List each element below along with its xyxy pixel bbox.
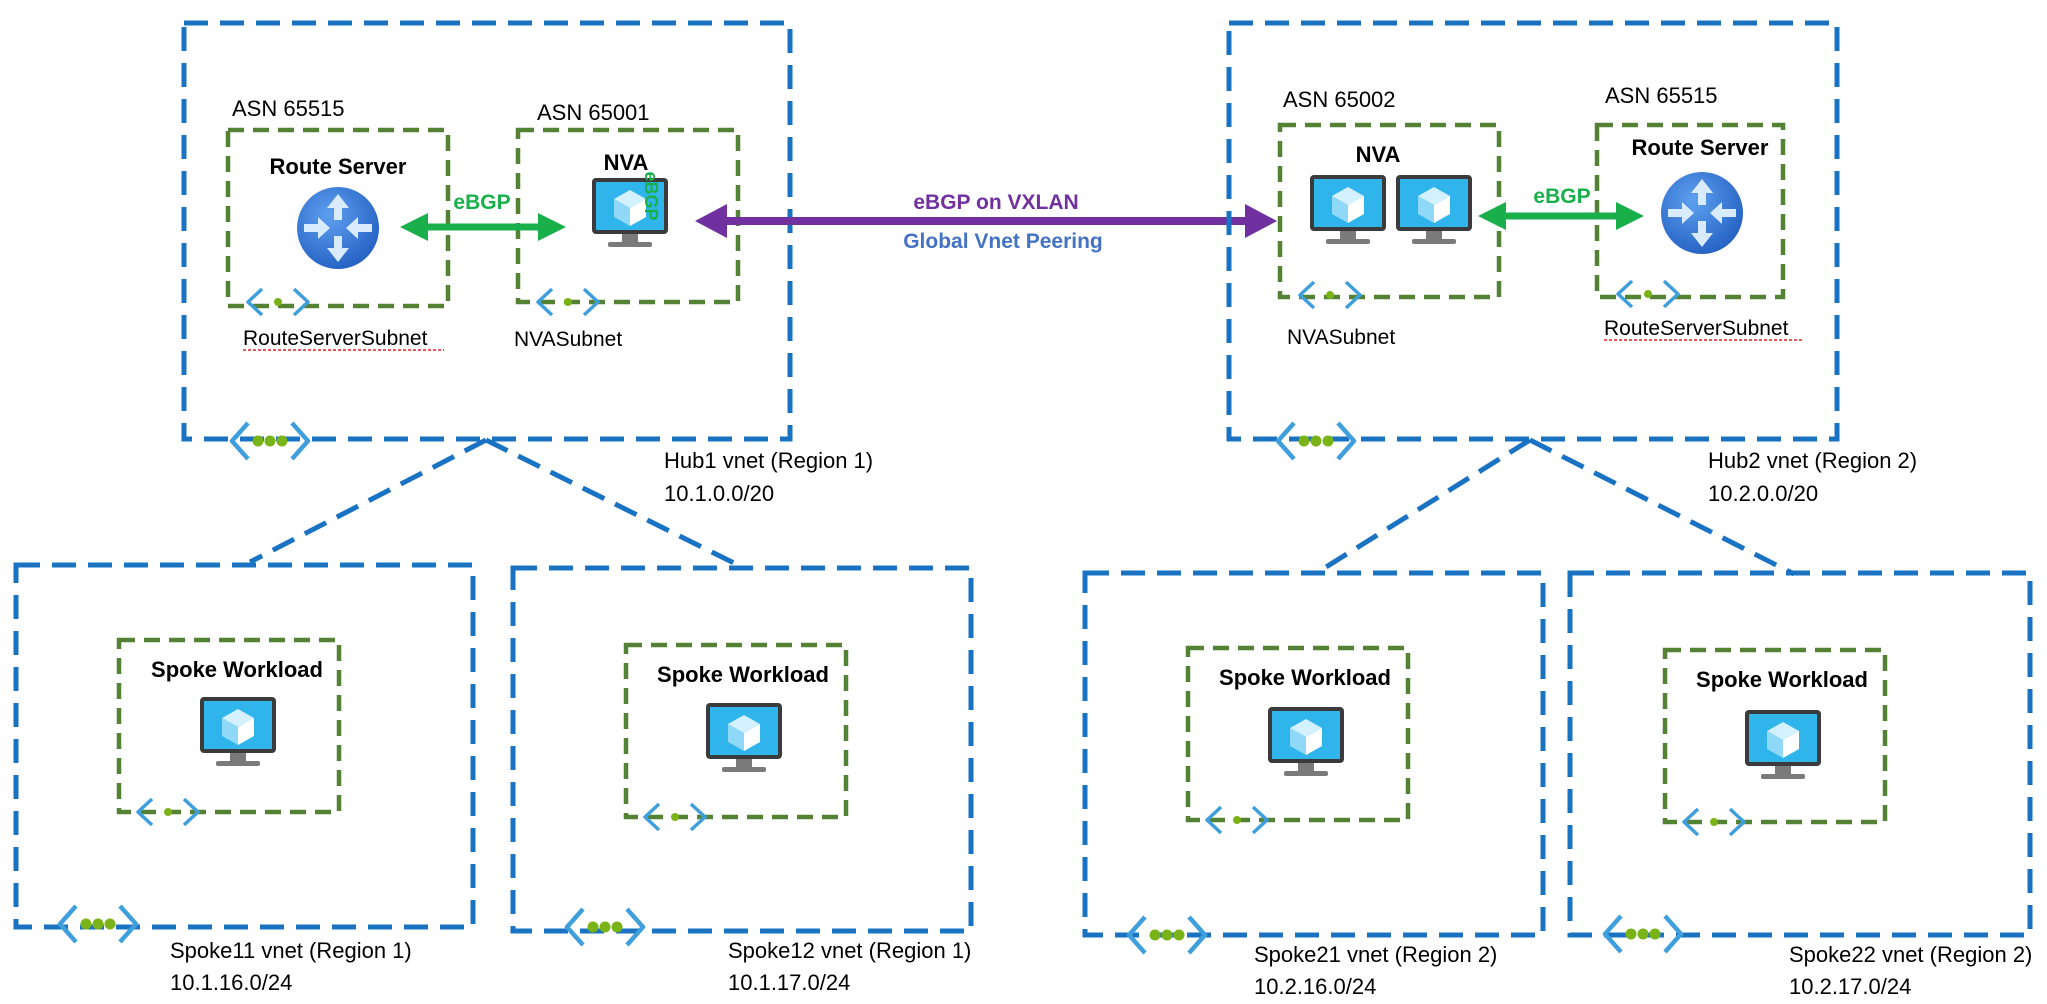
spoke12-vnet: Spoke Workload Spoke12 vnet (Region 1) 1… [510,565,974,995]
spoke11-vnet-icon [60,906,136,942]
virtual-machine-icon [1268,707,1344,776]
hub2-vnet-border [1226,20,1840,442]
hub2-nva-title: NVA [1356,142,1401,167]
hub2-rs-subnet-icon [1616,279,1680,309]
spoke21-workload-title: Spoke Workload [1219,665,1391,690]
hub1-nva-title: NVA [604,150,649,175]
spoke11-subnet [116,637,342,815]
hub2-rs-title: Route Server [1632,135,1769,160]
hub2-vnet-cidr: 10.2.0.0/20 [1708,481,1818,506]
hub2-rs-subnet [1594,122,1786,300]
hub1-rs-asn: ASN 65515 [232,96,345,121]
spoke12-vnet-icon [567,909,643,945]
hub1-spoke11-link [248,437,488,565]
spoke22-subnet [1662,647,1888,825]
hub1-nva-asn: ASN 65001 [537,100,650,125]
spoke21-subnet [1185,645,1411,823]
hub2-rs-subnet-name: RouteServerSubnet [1604,317,1789,340]
spoke11-workload-title: Spoke Workload [151,657,323,682]
spoke12-vnet-cidr: 10.1.17.0/24 [728,970,850,995]
virtual-machine-icon [200,697,276,766]
hub1-rs-title: Route Server [270,154,407,179]
spoke12-workload-title: Spoke Workload [657,662,829,687]
hub1-spoke12-link [484,437,742,569]
hub-spoke-links [248,437,1796,577]
spoke11-vnet-name: Spoke11 vnet (Region 1) [170,938,412,963]
hub1-nva-overlay-label: eBGP [641,171,661,220]
hub2-ebgp-arrow [1478,202,1644,230]
spoke12-vnet-border [510,565,974,934]
hub2-spoke21-link [1316,437,1532,575]
hub2-spoke22-link [1528,437,1796,577]
hub1-nva-subnet [515,127,741,305]
spoke12-vnet-name: Spoke12 vnet (Region 1) [728,938,971,963]
spoke11-vnet-border [13,562,476,930]
virtual-machine-icon [1745,710,1821,779]
hub2-nva-asn: ASN 65002 [1283,87,1396,112]
hub2-vnet-name: Hub2 vnet (Region 2) [1708,448,1917,473]
hub1-vnet: Hub1 vnet (Region 1) 10.1.0.0/20 ASN 655… [181,20,873,506]
spoke12-subnet [623,642,849,820]
spoke22-vnet: Spoke Workload Spoke22 vnet (Region 2) 1… [1567,570,2033,999]
spoke22-vnet-border [1567,570,2033,938]
hub1-vnet-border [181,20,793,442]
spoke21-vnet-border [1082,570,1546,938]
vxlan-arrow [695,204,1277,238]
spoke11-vnet: Spoke Workload Spoke11 vnet (Region 1) 1… [13,562,476,995]
hub2-ebgp-label: eBGP [1533,185,1590,208]
hub1-ebgp-label: eBGP [453,191,510,214]
spoke22-workload-title: Spoke Workload [1696,667,1868,692]
spoke21-vnet-cidr: 10.2.16.0/24 [1254,974,1376,999]
vxlan-label: eBGP on VXLAN [913,191,1078,214]
spoke21-vnet: Spoke Workload Spoke21 vnet (Region 2) 1… [1082,570,1546,999]
peering-label: Global Vnet Peering [903,230,1103,253]
hub1-vnet-cidr: 10.1.0.0/20 [664,481,774,506]
spoke22-vnet-cidr: 10.2.17.0/24 [1789,974,1911,999]
virtual-machine-icon [706,703,782,772]
hub2-nva-subnet-name: NVASubnet [1287,326,1395,349]
spoke11-vnet-cidr: 10.1.16.0/24 [170,970,292,995]
hub1-vnet-name: Hub1 vnet (Region 1) [664,448,873,473]
hub1-rs-subnet-name: RouteServerSubnet [243,327,428,350]
route-server-icon [297,187,379,269]
hub1-rs-subnet [225,127,451,309]
hub1-nva-subnet-name: NVASubnet [514,328,622,351]
virtual-machine-icon [1396,175,1472,244]
route-server-icon [1661,172,1743,254]
hub2-rs-asn: ASN 65515 [1605,83,1718,108]
hub2-vnet: Hub2 vnet (Region 2) 10.2.0.0/20 ASN 650… [1226,20,1917,506]
virtual-machine-icon [1310,175,1386,244]
spoke22-vnet-name: Spoke22 vnet (Region 2) [1789,942,2032,967]
hub1-rs-subnet-icon [246,287,310,317]
spoke21-vnet-name: Spoke21 vnet (Region 2) [1254,942,1497,967]
hub1-ebgp-arrow [400,213,566,241]
